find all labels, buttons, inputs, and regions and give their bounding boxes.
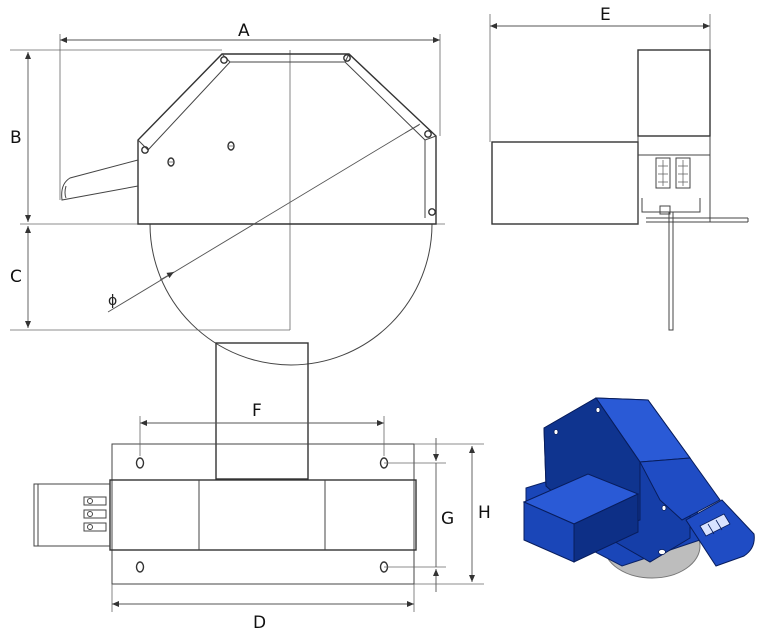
guard-end-left (137, 139, 149, 151)
diameter-symbol: ϕ (108, 293, 117, 309)
iso-housing-front (639, 457, 721, 521)
top-chute (33, 483, 110, 547)
housing-body (137, 53, 437, 225)
iso-chute (685, 499, 755, 567)
motor-block (491, 141, 639, 225)
top-rollers (83, 496, 107, 532)
side-base-bracket (641, 198, 701, 213)
diameter-arrow-lower (159, 271, 175, 281)
guide-rollers (655, 157, 691, 189)
dim-c-label: C (10, 267, 22, 287)
iso-hole-1 (658, 549, 666, 555)
upper-housing (637, 49, 711, 137)
iso-hole-2 (553, 429, 559, 435)
iso-roller-line-2 (715, 519, 723, 531)
iso-hole-3 (595, 407, 601, 413)
dim-b-label: B (10, 128, 22, 148)
top-view: F G H D (33, 342, 491, 633)
guard-corner-3 (424, 135, 437, 141)
isometric-view (522, 397, 755, 579)
dim-e-label: E (600, 5, 611, 25)
dim-a-label: A (238, 21, 250, 41)
adjust-slot-icons (167, 141, 235, 167)
dim-f-label: F (252, 401, 262, 421)
diameter-line (107, 123, 421, 313)
mounting-slot-icons (135, 457, 389, 573)
dim-d-label: D (253, 613, 266, 633)
top-motor (215, 342, 309, 480)
top-base-plate (111, 443, 415, 585)
chute-lip (64, 185, 67, 199)
dim-h-label: H (478, 503, 491, 523)
diameter-arrow-upper (404, 124, 420, 134)
guard-strip (147, 61, 426, 218)
side-base-nut (659, 205, 671, 215)
front-view: ϕ A B C (10, 21, 445, 366)
iso-hole-4 (661, 505, 667, 511)
side-view: E (489, 5, 749, 331)
dim-g-label: G (441, 509, 454, 529)
blade-circle (149, 223, 433, 366)
iso-chute-rollers (699, 513, 731, 537)
guard-bolts (141, 54, 436, 216)
top-housing-bar (109, 479, 417, 551)
iso-motor-front (573, 493, 639, 563)
side-blade (668, 211, 674, 331)
chute (61, 159, 139, 201)
iso-roller-line-1 (707, 523, 715, 535)
